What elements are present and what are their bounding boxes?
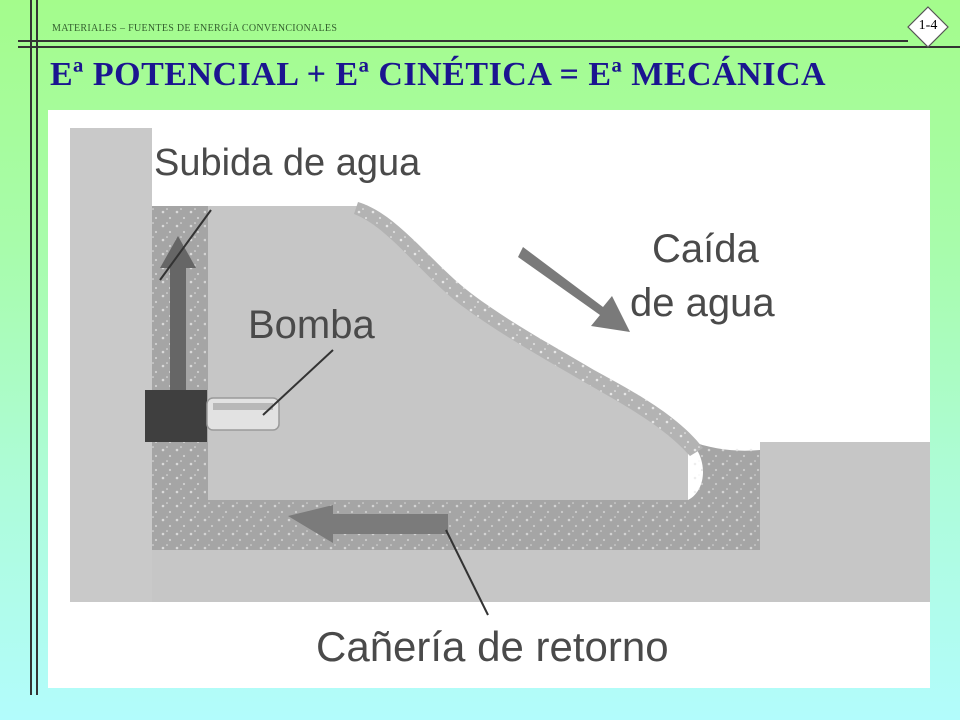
hydro-diagram: Subida de agua Bomba Caída de agua Cañer… (48, 110, 930, 688)
section-header: MATERIALES – FUENTES DE ENERGÍA CONVENCI… (52, 23, 338, 34)
label-pump: Bomba (248, 303, 375, 347)
pump-shaft (206, 397, 280, 431)
page-title: Eª POTENCIAL + Eª CINÉTICA = Eª MECÁNICA (50, 56, 827, 93)
right-block (760, 442, 930, 602)
left-rule-outer (30, 0, 32, 695)
left-rule-inner (36, 0, 38, 695)
return-pipe-inner (152, 206, 760, 550)
down-right-arrow-icon (518, 247, 630, 332)
pump-housing (145, 390, 207, 442)
up-arrow-icon (160, 236, 196, 390)
outer-wall (70, 128, 152, 602)
pump-leader (262, 349, 334, 416)
label-fall-2: de agua (630, 281, 775, 325)
return-leader (445, 529, 489, 616)
header-rule-bottom (18, 46, 960, 48)
header-rule-top (18, 40, 908, 42)
slide-number-badge: 1-4 (907, 6, 949, 48)
label-rise: Subida de agua (154, 142, 421, 184)
rise-leader (159, 209, 212, 281)
left-arrow-icon (288, 505, 448, 543)
label-return: Cañería de retorno (316, 623, 669, 670)
slide-number: 1-4 (918, 18, 938, 33)
label-fall-1: Caída (652, 227, 759, 271)
dam-body (152, 206, 688, 500)
